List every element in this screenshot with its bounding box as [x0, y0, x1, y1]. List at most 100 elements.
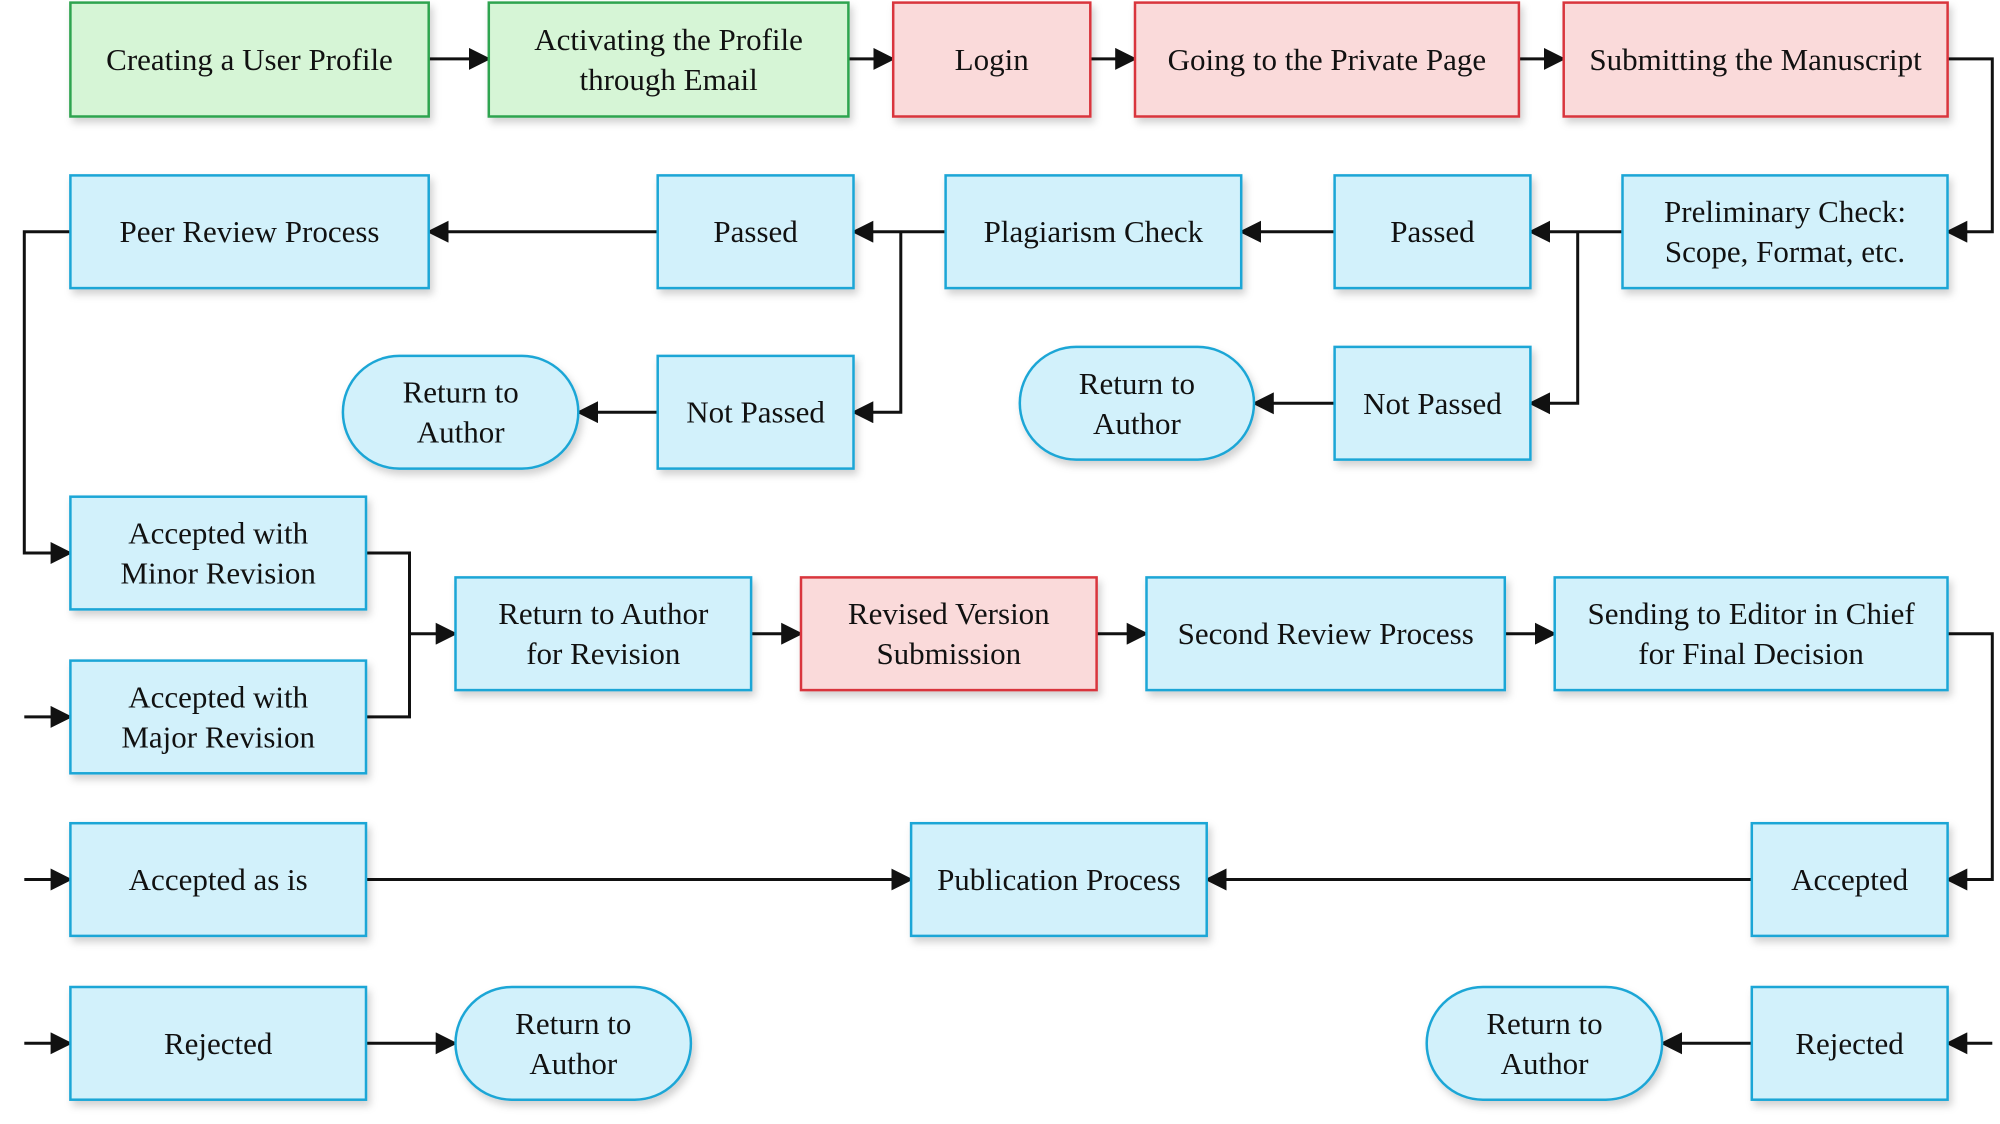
box-shape — [454, 576, 753, 692]
node-label: Return to — [1079, 366, 1195, 401]
node-label: Author — [1501, 1046, 1590, 1081]
node-label: Return to — [1486, 1006, 1602, 1041]
box-shape — [891, 1, 1092, 118]
box-shape — [69, 985, 368, 1101]
node-label: Rejected — [164, 1026, 273, 1061]
node-label: Major Revision — [121, 719, 315, 754]
connectors — [22, 47, 1994, 1055]
process-box-n3: Login — [891, 1, 1092, 118]
node-label: Author — [1093, 406, 1182, 441]
terminal-n25: Return to Author — [1425, 985, 1664, 1101]
box-shape — [1562, 1, 1949, 118]
box-shape — [944, 174, 1243, 290]
box-shape — [1621, 174, 1949, 290]
box-shape — [69, 1, 430, 118]
node-label: Submission — [876, 636, 1021, 671]
node-label: Return to — [515, 1006, 631, 1041]
box-shape — [487, 1, 850, 118]
box-shape — [656, 174, 855, 290]
process-box-n5: Submitting the Manuscript — [1562, 1, 1949, 118]
process-box-n10: Plagiarism Check — [944, 174, 1243, 290]
node-label: Revised Version — [848, 596, 1050, 631]
node-label: Return to — [403, 375, 519, 410]
terminal-shape — [1425, 985, 1664, 1101]
node-label: Not Passed — [686, 395, 825, 430]
node-label: Author — [417, 415, 506, 450]
node-label: for Final Decision — [1638, 636, 1864, 671]
node-label: Accepted as is — [129, 862, 308, 897]
process-box-n26: Rejected — [69, 985, 368, 1101]
node-label: for Revision — [526, 636, 681, 671]
process-box-n22: Publication Process — [909, 821, 1208, 938]
node-label: Return to Author — [498, 596, 709, 631]
box-shape — [909, 821, 1208, 938]
terminal-shape — [341, 354, 580, 470]
process-box-n2: Activating the Profile through Email — [487, 1, 850, 118]
node-label: Preliminary Check: — [1664, 194, 1906, 229]
node-label: Scope, Format, etc. — [1665, 234, 1905, 269]
node-label: Rejected — [1795, 1026, 1904, 1061]
process-box-n12: Not Passed — [656, 354, 855, 470]
connector-arrow — [366, 633, 411, 719]
node-label: Peer Review Process — [120, 214, 380, 249]
node-label: Submitting the Manuscript — [1589, 42, 1922, 77]
box-shape — [1333, 345, 1532, 461]
connector-arrow — [22, 230, 73, 564]
node-label: Accepted with — [128, 679, 308, 714]
process-box-n7: Passed — [1333, 174, 1532, 290]
box-shape — [1553, 576, 1949, 692]
connector-arrow — [1945, 57, 1994, 243]
terminal-shape — [454, 985, 693, 1101]
connector-arrow — [366, 551, 458, 645]
node-label: Creating a User Profile — [106, 42, 393, 77]
node-label: Accepted with — [128, 516, 308, 551]
node-label: Passed — [713, 214, 798, 249]
node-label: Second Review Process — [1178, 616, 1474, 651]
nodes: Creating a User Profile Activating the Pr… — [69, 1, 1949, 1101]
process-box-n6: Preliminary Check: Scope, Format, etc. — [1621, 174, 1949, 290]
box-shape — [1133, 1, 1521, 118]
process-box-n1: Creating a User Profile — [69, 1, 430, 118]
box-shape — [1750, 821, 1949, 938]
process-box-n14: Peer Review Process — [69, 174, 430, 290]
process-box-n24: Rejected — [1750, 985, 1949, 1101]
node-label: Publication Process — [937, 862, 1181, 897]
node-label: Not Passed — [1363, 386, 1502, 421]
node-label: Minor Revision — [120, 556, 316, 591]
box-shape — [69, 821, 368, 938]
terminal-n27: Return to Author — [454, 985, 693, 1101]
node-label: Activating the Profile — [534, 22, 803, 57]
connector-arrow — [851, 231, 903, 424]
process-box-n8: Not Passed — [1333, 345, 1532, 461]
box-shape — [1333, 174, 1532, 290]
terminal-n9: Return to Author — [1018, 345, 1256, 461]
process-box-n11: Passed — [656, 174, 855, 290]
connector-arrow — [1528, 231, 1580, 415]
node-label: through Email — [579, 62, 757, 97]
node-label: Plagiarism Check — [984, 214, 1204, 249]
process-box-n19: Second Review Process — [1145, 576, 1507, 692]
process-box-n23: Accepted — [1750, 821, 1949, 938]
connector-arrow — [1945, 632, 1994, 891]
process-box-n17: Return to Author for Revision — [454, 576, 753, 692]
box-shape — [799, 576, 1098, 692]
process-box-n21: Accepted as is — [69, 821, 368, 938]
terminal-n13: Return to Author — [341, 354, 580, 470]
box-shape — [69, 495, 368, 611]
node-label: Accepted — [1791, 862, 1909, 897]
node-label: Author — [529, 1046, 618, 1081]
node-label: Login — [955, 42, 1030, 77]
box-shape — [69, 174, 430, 290]
box-shape — [69, 659, 368, 775]
box-shape — [1750, 985, 1949, 1101]
box-shape — [1145, 576, 1507, 692]
node-label: Passed — [1390, 214, 1475, 249]
terminal-shape — [1018, 345, 1256, 461]
process-box-n4: Going to the Private Page — [1133, 1, 1521, 118]
